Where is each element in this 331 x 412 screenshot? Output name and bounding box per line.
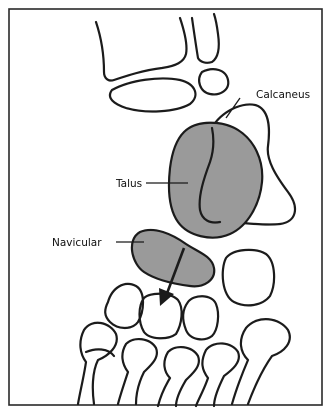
medial-cuneiform (105, 284, 143, 328)
fibula-shaft (192, 14, 219, 63)
metatarsal-4 (196, 343, 239, 406)
cuboid-bone (223, 250, 274, 305)
metatarsal-2 (118, 339, 157, 404)
calcaneus-leader (226, 98, 240, 118)
tibia-distal (110, 78, 195, 111)
metatarsal-1-base-outline (86, 349, 114, 356)
navicular-label: Navicular (52, 237, 102, 249)
calcaneus-label: Calcaneus (256, 89, 310, 101)
metatarsal-1 (78, 323, 117, 404)
fibula-tip (199, 69, 228, 94)
metatarsal-5 (232, 319, 290, 404)
talus-label: Talus (115, 178, 142, 190)
talus-bone (169, 123, 262, 238)
lateral-cuneiform (183, 296, 218, 339)
tibia-shaft (96, 18, 187, 81)
metatarsal-3 (158, 347, 199, 406)
